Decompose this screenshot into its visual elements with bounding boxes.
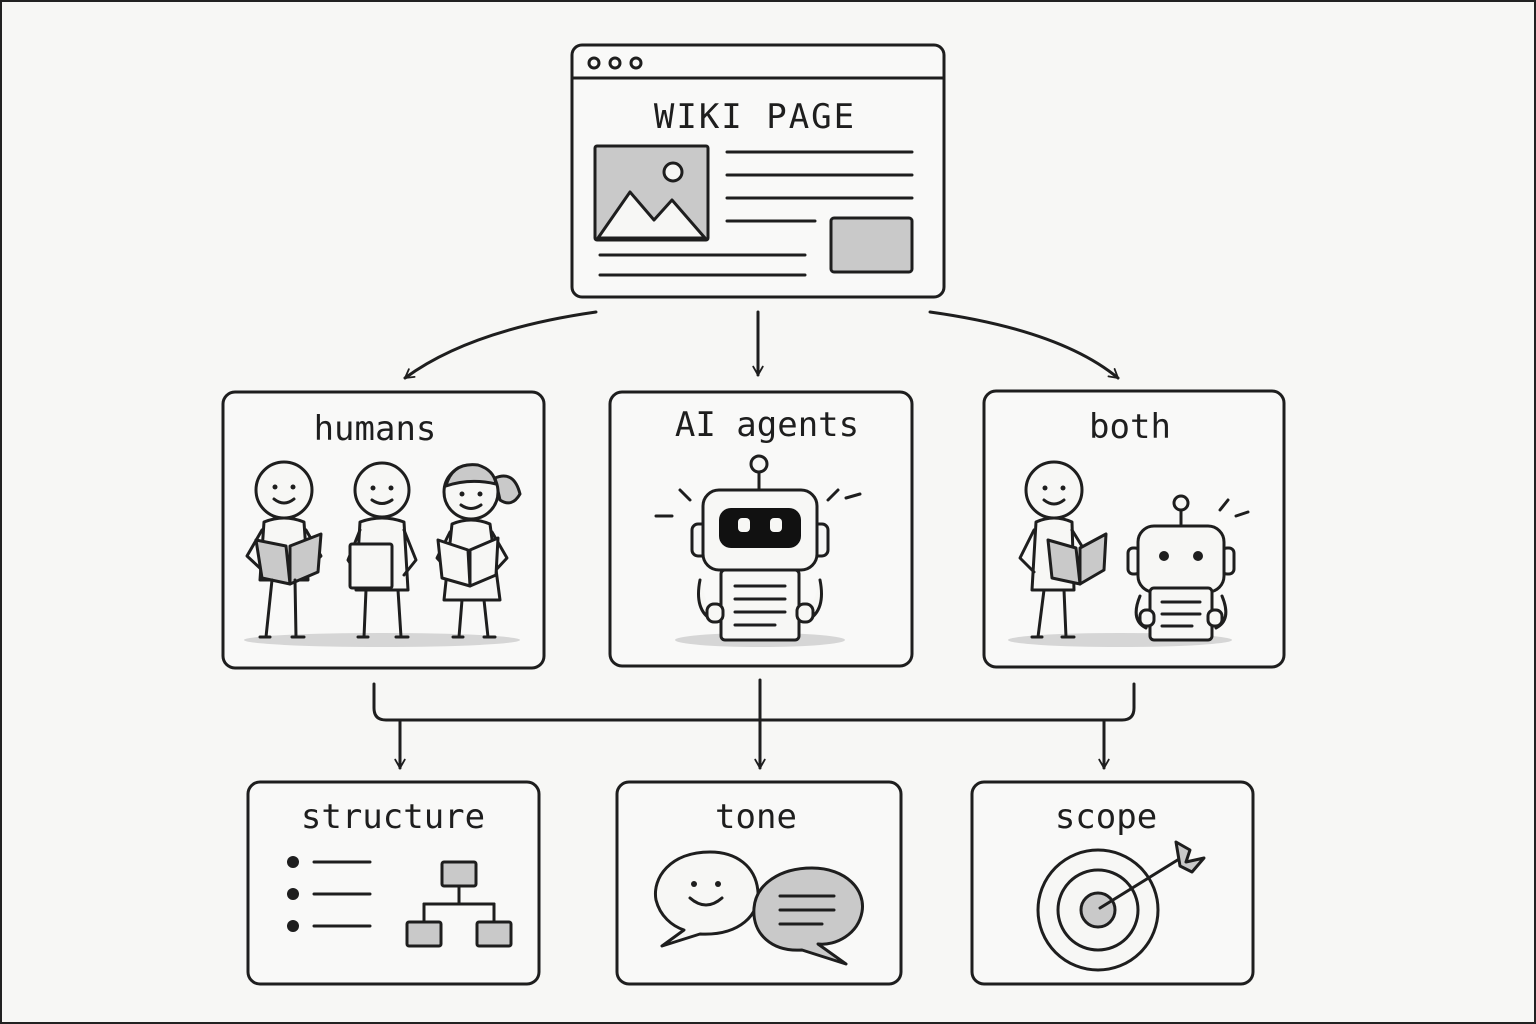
aspect-box-structure: structure [246,780,541,986]
text-lines [598,150,914,277]
person-reading-icon [1018,460,1108,639]
audience-label-humans: humans [314,409,437,449]
audience-to-aspect-connector [372,678,1136,770]
wiki-to-audience-arrows [403,310,1120,380]
person-reading-icon [435,463,522,639]
audience-label-ai-agents: AI agents [675,405,859,445]
aspect-box-scope: scope [970,780,1255,986]
target-icon [1036,840,1206,972]
aspect-label-structure: structure [301,797,485,837]
wiki-page-node: WIKI PAGE [570,43,946,299]
bulleted-list-icon [287,856,372,932]
audience-box-ai-agents: AI agents [608,390,914,668]
audience-box-both: both [982,389,1286,669]
person-reading-icon [346,461,418,639]
person-reading-icon [245,460,323,639]
robot-icon [1126,494,1250,642]
embedded-widget [829,216,914,274]
speech-bubble-icon [752,866,864,966]
audience-box-humans: humans [221,390,546,670]
aspect-label-scope: scope [1055,797,1157,837]
wiki-page-title: WIKI PAGE [654,97,856,137]
aspect-label-tone: tone [715,797,797,837]
audience-label-both: both [1089,407,1171,447]
image-icon [593,144,710,242]
speech-bubble-icon [653,850,760,948]
robot-icon [654,454,862,642]
aspect-box-tone: tone [615,780,903,986]
hierarchy-icon [405,860,513,948]
